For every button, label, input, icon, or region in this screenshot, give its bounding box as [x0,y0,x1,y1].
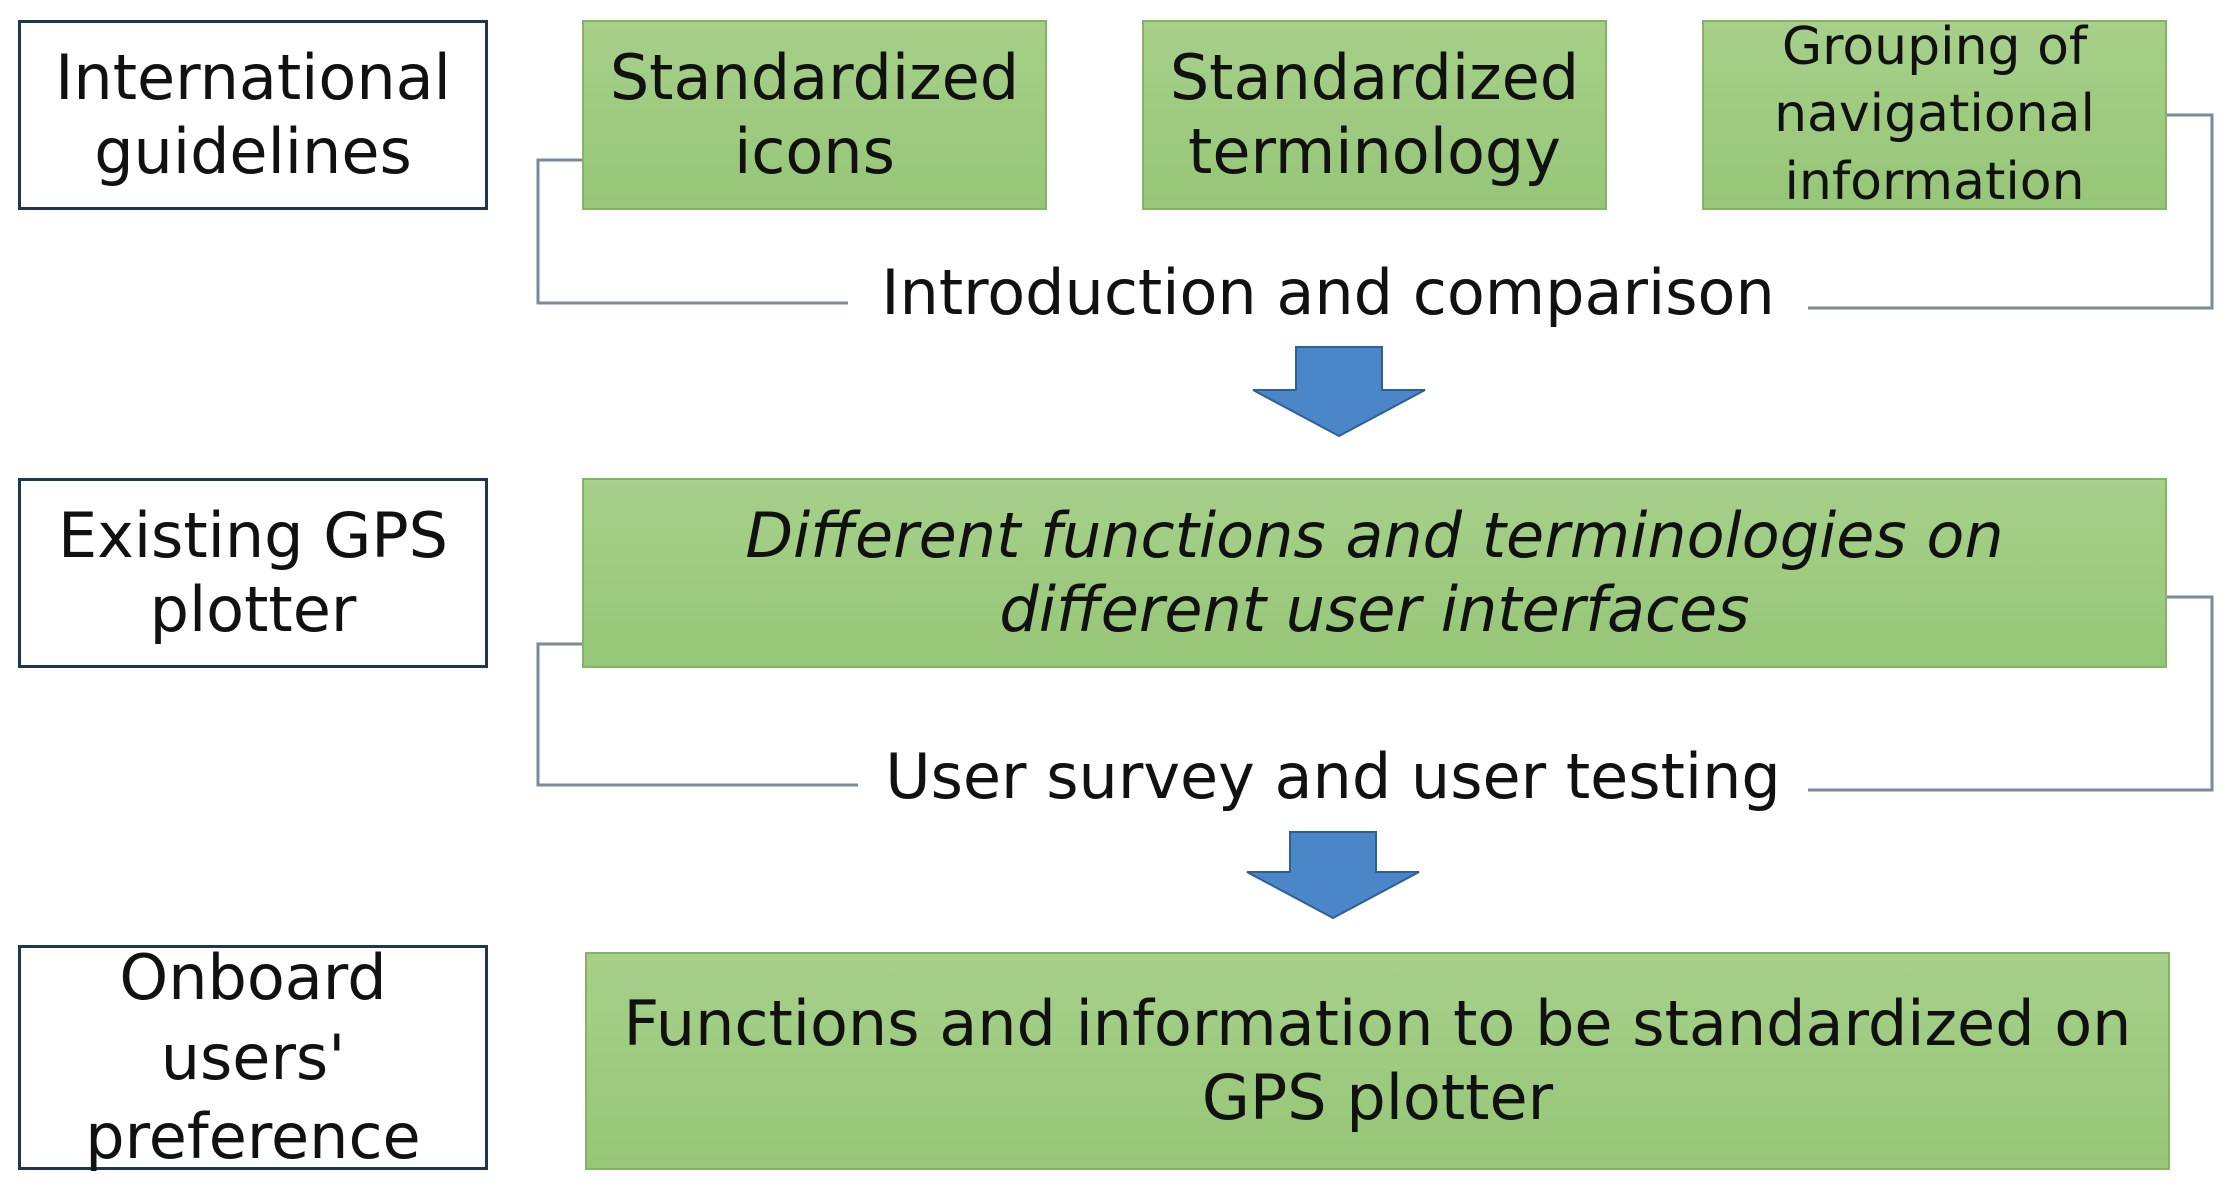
down-arrow-1 [1252,346,1426,438]
source-label: International guidelines [55,40,451,188]
down-arrow-2 [1246,831,1420,920]
bracket-left-row1 [536,158,848,305]
source-box-onboard-users-preference: Onboard users' preference [18,941,488,1173]
item-label: Grouping of navigational information [1774,20,2095,210]
item-box-standardized-icons: Standardized icons [582,20,1047,210]
item-box-standardized-terminology: Standardized terminology [1142,20,1607,210]
method-label-user-survey-testing: User survey and user testing [858,740,1808,813]
item-box-functions-to-be-standardized: Functions and information to be standard… [585,952,2170,1170]
source-box-international-guidelines: International guidelines [18,20,488,210]
source-label: Onboard users' preference [85,941,421,1174]
item-label: Different functions and terminologies on… [745,498,2004,646]
item-label: Standardized icons [609,40,1020,188]
item-box-grouping-navigational-information: Grouping of navigational information [1702,20,2167,210]
item-label: Standardized terminology [1169,40,1580,188]
item-label: Functions and information to be standard… [623,986,2132,1134]
source-box-existing-gps-plotter: Existing GPS plotter [18,478,488,668]
bracket-left-row2 [536,642,858,787]
source-label: Existing GPS plotter [57,498,449,646]
method-label-introduction-comparison: Introduction and comparison [848,256,1808,329]
bracket-right-row2 [1808,595,2214,792]
bracket-right-row1 [1808,113,2214,310]
item-box-different-functions: Different functions and terminologies on… [582,478,2167,668]
